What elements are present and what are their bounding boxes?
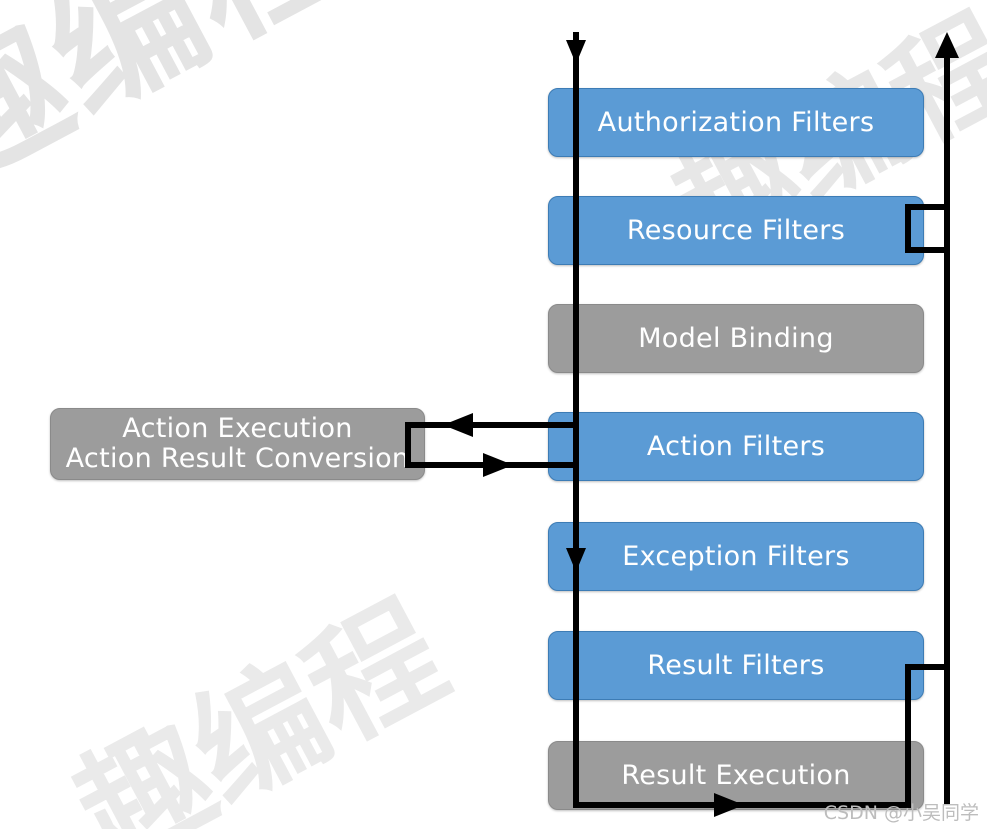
node-result-filters[interactable]: Result Filters bbox=[548, 631, 924, 700]
watermark-top-left: 趣编程 bbox=[0, 0, 374, 219]
node-exception-filters[interactable]: Exception Filters bbox=[548, 522, 924, 591]
arrowhead-outgoing-right bbox=[483, 453, 513, 477]
node-label: Model Binding bbox=[638, 323, 834, 354]
node-label-line1: Action Execution bbox=[122, 412, 353, 444]
node-label: Result Filters bbox=[647, 650, 825, 681]
node-label: Exception Filters bbox=[622, 541, 850, 572]
credit-watermark: CSDN @小吴同学 bbox=[823, 802, 979, 824]
node-action-execution[interactable]: Action Execution Action Result Conversio… bbox=[50, 408, 425, 480]
node-authorization-filters[interactable]: Authorization Filters bbox=[548, 88, 924, 157]
node-model-binding[interactable]: Model Binding bbox=[548, 304, 924, 373]
node-label: Resource Filters bbox=[626, 215, 846, 246]
node-label: Authorization Filters bbox=[597, 107, 875, 138]
arrowhead-entry-down bbox=[566, 40, 586, 64]
node-label: Result Execution bbox=[621, 760, 851, 791]
watermark-bottom-left: 趣编程 bbox=[52, 575, 469, 829]
node-label: Action Filters bbox=[646, 431, 826, 462]
node-label-line2: Action Result Conversion bbox=[65, 443, 410, 474]
node-resource-filters[interactable]: Resource Filters bbox=[548, 196, 924, 265]
node-action-filters[interactable]: Action Filters bbox=[548, 412, 924, 481]
arrowhead-return-left bbox=[443, 413, 473, 437]
